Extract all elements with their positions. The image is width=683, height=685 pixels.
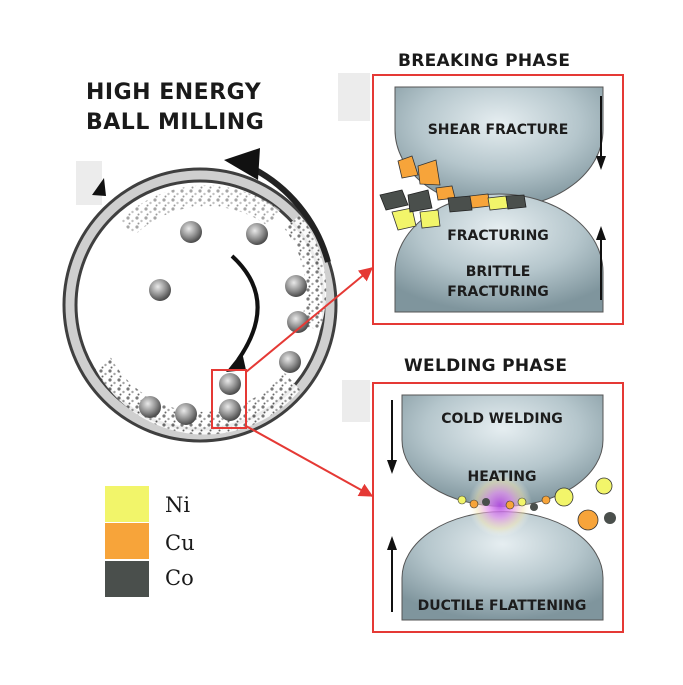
title-line-1: HIGH ENERGY <box>86 80 262 105</box>
legend-swatch-ni <box>105 486 149 522</box>
brittle-label: BRITTLE <box>465 264 531 280</box>
legend-label-co: Co <box>165 566 194 590</box>
shear-fracture-label: SHEAR FRACTURE <box>427 122 569 138</box>
welding-phase-graphics <box>387 394 616 621</box>
placeholder-box-3 <box>342 380 370 422</box>
connector-to-breaking <box>245 267 374 373</box>
placeholder-box-1 <box>338 73 370 121</box>
breaking-phase-graphics <box>379 86 606 313</box>
placeholder-box-2 <box>76 161 102 205</box>
legend-swatch-cu <box>105 523 149 559</box>
heating-label: HEATING <box>467 469 537 485</box>
cold-welding-label: COLD WELDING <box>441 411 563 427</box>
legend-label-ni: Ni <box>165 493 191 517</box>
milling-drum <box>62 148 338 443</box>
breaking-phase-title: BREAKING PHASE <box>398 51 571 71</box>
brittle-fracturing-label: FRACTURING <box>447 284 549 300</box>
fracturing-label: FRACTURING <box>447 228 549 244</box>
legend-label-cu: Cu <box>165 531 195 555</box>
connector-to-welding <box>245 425 374 497</box>
welding-phase-title: WELDING PHASE <box>404 356 568 376</box>
ductile-flattening-label: DUCTILE FLATTENING <box>417 598 587 614</box>
legend-swatch-co <box>105 561 149 597</box>
title-line-2: BALL MILLING <box>86 110 265 135</box>
